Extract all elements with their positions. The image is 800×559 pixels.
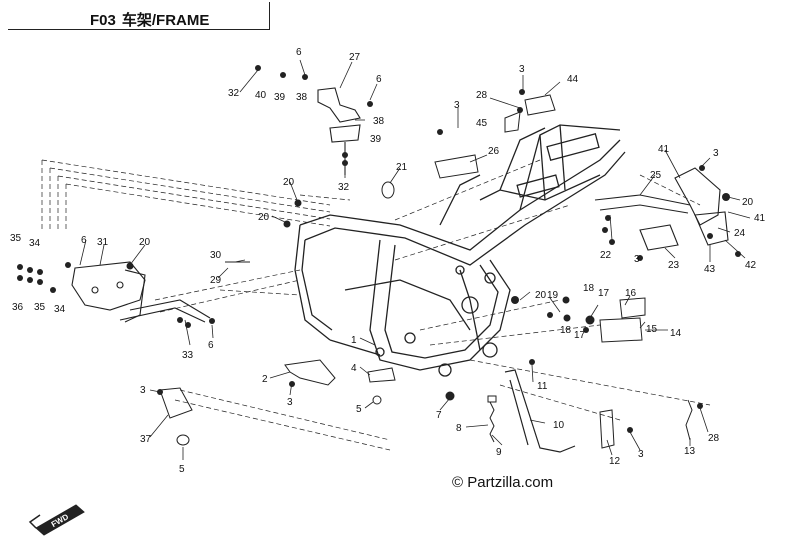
bracket-37	[159, 387, 193, 419]
diagram-name: 车架/FRAME	[121, 12, 210, 29]
callout-label: 20	[742, 197, 754, 208]
callout-label: 24	[734, 228, 746, 239]
callout-label: 4	[351, 363, 357, 374]
leader-lines	[79, 59, 751, 460]
callout-label: 6	[376, 74, 382, 85]
spring-9	[489, 401, 495, 443]
projection-lines	[41, 159, 711, 451]
callout-label: 35	[10, 233, 22, 244]
callout-label: 3	[713, 148, 719, 159]
bracket-4	[367, 367, 396, 383]
callout-label: 3	[287, 397, 293, 408]
callout-label: 21	[396, 162, 408, 173]
callout-label: 41	[658, 144, 670, 155]
callout-label: 42	[745, 260, 757, 271]
callout-label: 22	[600, 250, 612, 261]
callout-label: 34	[29, 238, 41, 249]
callout-label: 34	[54, 304, 66, 315]
callout-label: 10	[553, 420, 565, 431]
callout-label: 20	[283, 177, 295, 188]
callout-label: 33	[182, 350, 194, 361]
callout-label: 12	[609, 456, 621, 467]
callout-label: 32	[338, 182, 350, 193]
callout-label: 27	[349, 52, 361, 63]
callout-label: 18	[560, 325, 572, 336]
diagram-code: F03	[90, 12, 116, 29]
grommet-21	[381, 181, 395, 199]
watermark: © Partzilla.com	[452, 474, 553, 491]
callout-label: 17	[574, 330, 586, 341]
bracket-44	[524, 94, 556, 116]
callout-label: 3	[634, 254, 640, 265]
callout-label: 44	[567, 74, 579, 85]
grommet-5b	[176, 434, 190, 446]
callout-labels: 6 27 6 32 40 39 38 38 39 32 3 44 28 3 45…	[10, 47, 766, 475]
callout-label: 20	[258, 212, 270, 223]
bracket-26	[434, 154, 479, 179]
callout-label: 28	[476, 90, 488, 101]
callout-label: 38	[296, 92, 308, 103]
callout-label: 6	[81, 235, 87, 246]
left-footrest-bracket	[71, 261, 211, 323]
callout-label: 1	[351, 335, 357, 346]
callout-label: 9	[496, 447, 502, 458]
callout-label: 41	[754, 213, 766, 224]
callout-label: 36	[12, 302, 24, 313]
bracket-45	[504, 111, 521, 133]
callout-label: 30	[210, 250, 222, 261]
diagram-title: F03 车架/FRAME	[90, 9, 209, 30]
callout-label: 5	[356, 404, 362, 415]
callout-label: 5	[179, 464, 185, 475]
callout-label: 3	[140, 385, 146, 396]
grommet-5	[372, 395, 382, 405]
callout-label: 39	[274, 92, 286, 103]
callout-label: 18	[583, 283, 595, 294]
callout-label: 3	[519, 64, 525, 75]
callout-label: 3	[454, 100, 460, 111]
callout-label: 28	[708, 433, 720, 444]
callout-label: 13	[684, 446, 696, 457]
top-bracket-group	[317, 87, 361, 175]
callout-label: 29	[210, 275, 222, 286]
callout-label: 6	[296, 47, 302, 58]
bracket-12	[599, 409, 615, 449]
right-brackets	[599, 297, 646, 343]
callout-label: 23	[668, 260, 680, 271]
fwd-arrow-icon: FWD	[28, 504, 85, 536]
callout-label: 38	[373, 116, 385, 127]
callout-label: 32	[228, 88, 240, 99]
callout-label: 35	[34, 302, 46, 313]
callout-label: 31	[97, 237, 109, 248]
callout-label: 15	[646, 324, 658, 335]
title-box: F03 车架/FRAME	[8, 2, 270, 30]
callout-label: 45	[476, 118, 488, 129]
callout-label: 17	[598, 288, 610, 299]
callout-label: 3	[638, 449, 644, 460]
callout-label: 26	[488, 146, 500, 157]
side-stand	[504, 369, 576, 453]
pin-8	[487, 395, 497, 403]
callout-label: 8	[456, 423, 462, 434]
callout-label: 40	[255, 90, 267, 101]
main-frame	[294, 124, 626, 377]
callout-label: 20	[535, 290, 547, 301]
callout-label: 20	[139, 237, 151, 248]
callout-label: 39	[370, 134, 382, 145]
hardware-dots	[17, 65, 741, 433]
callout-label: 37	[140, 434, 152, 445]
callout-label: 16	[625, 288, 637, 299]
callout-label: 11	[537, 381, 548, 392]
callout-label: 25	[650, 170, 662, 181]
callout-label: 19	[547, 290, 559, 301]
callout-label: 6	[208, 340, 214, 351]
callout-label: 14	[670, 328, 682, 339]
callout-label: 2	[262, 374, 268, 385]
callout-label: 7	[436, 410, 442, 421]
hook-13	[685, 399, 693, 441]
callout-label: 43	[704, 264, 716, 275]
